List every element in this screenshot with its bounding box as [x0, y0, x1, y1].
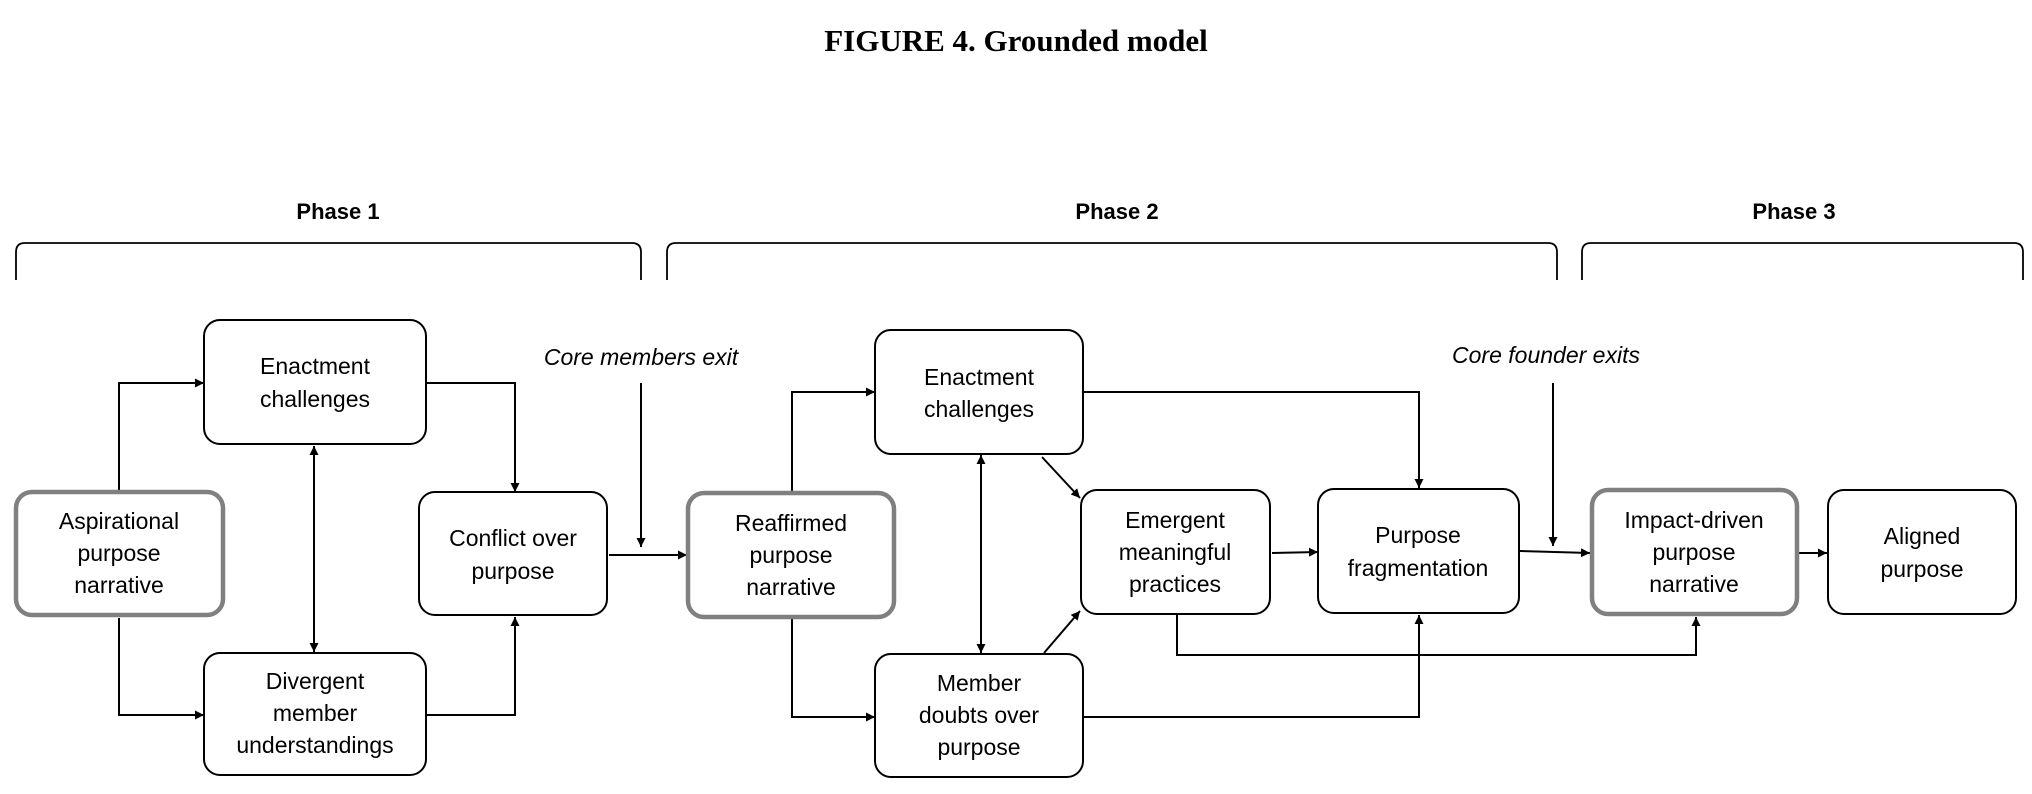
svg-text:purpose: purpose [749, 542, 832, 568]
svg-text:Aspirational: Aspirational [59, 508, 179, 534]
node-aspirational-purpose-narrative: Aspirational purpose narrative [13, 489, 226, 618]
node-divergent-member-understandings: Divergent member understandings [203, 652, 427, 776]
edges [118, 378, 1827, 722]
edge-enactment-to-conflict [427, 382, 520, 492]
svg-text:meaningful: meaningful [1119, 539, 1232, 565]
svg-text:purpose: purpose [937, 734, 1020, 760]
svg-text:fragmentation: fragmentation [1348, 555, 1489, 581]
svg-text:Impact-driven: Impact-driven [1624, 507, 1763, 533]
svg-text:challenges: challenges [924, 396, 1034, 422]
svg-text:purpose: purpose [1880, 556, 1963, 582]
svg-text:Enactment: Enactment [260, 353, 371, 379]
core-founder-exits-label: Core founder exits [1452, 342, 1640, 368]
edge-aspirational-to-enactment [118, 378, 204, 490]
edge-enactment-to-emergent [1041, 456, 1081, 499]
node-conflict-over-purpose: Conflict over purpose [418, 491, 608, 616]
phase-1-label: Phase 1 [296, 199, 379, 224]
svg-text:understandings: understandings [236, 732, 393, 758]
edge-emergent-to-impact [1176, 615, 1701, 656]
svg-text:purpose: purpose [471, 558, 554, 584]
svg-text:Reaffirmed: Reaffirmed [735, 510, 847, 536]
node-purpose-fragmentation: Purpose fragmentation [1317, 488, 1520, 614]
phase-3-bracket [1581, 242, 2024, 280]
figure-title: FIGURE 4. Grounded model [824, 23, 1208, 58]
node-aligned-purpose: Aligned purpose [1827, 489, 2017, 615]
node-impact-driven-purpose-narrative: Impact-driven purpose narrative [1589, 487, 1800, 617]
svg-text:purpose: purpose [1652, 539, 1735, 565]
svg-text:narrative: narrative [74, 572, 163, 598]
node-member-doubts-over-purpose: Member doubts over purpose [874, 653, 1084, 778]
svg-text:Purpose: Purpose [1375, 522, 1461, 548]
edge-emergent-to-fragmentation [1271, 547, 1319, 557]
svg-text:member: member [273, 700, 358, 726]
svg-text:doubts over: doubts over [919, 702, 1040, 728]
phase-3-label: Phase 3 [1752, 199, 1835, 224]
edge-reaffirmed-to-doubts [791, 619, 875, 722]
edge-divergent-to-conflict [427, 617, 520, 716]
core-members-exit-label: Core members exit [544, 344, 740, 370]
phase-2-label: Phase 2 [1075, 199, 1158, 224]
svg-text:Emergent: Emergent [1125, 507, 1225, 533]
svg-text:Aligned: Aligned [1884, 523, 1961, 549]
svg-text:purpose: purpose [77, 540, 160, 566]
svg-text:practices: practices [1129, 571, 1221, 597]
node-emergent-meaningful-practices: Emergent meaningful practices [1080, 489, 1271, 615]
node-reaffirmed-purpose-narrative: Reaffirmed purpose narrative [685, 490, 897, 620]
svg-text:Divergent: Divergent [266, 668, 365, 694]
edge-enactment-to-fragmentation [1084, 391, 1424, 488]
edge-reaffirmed-to-enactment [791, 387, 875, 493]
edge-fragmentation-to-impact [1519, 548, 1591, 558]
phase-2-bracket [666, 242, 1558, 280]
edge-doubts-to-fragmentation [1084, 615, 1424, 718]
svg-text:narrative: narrative [746, 574, 835, 600]
svg-text:Enactment: Enactment [924, 364, 1035, 390]
svg-text:Member: Member [937, 670, 1022, 696]
node-enactment-challenges-phase2: Enactment challenges [874, 329, 1084, 455]
svg-text:challenges: challenges [260, 386, 370, 412]
phase-1-bracket [15, 242, 642, 280]
edge-doubts-to-emergent [1043, 610, 1081, 654]
svg-text:narrative: narrative [1649, 571, 1738, 597]
svg-text:Conflict over: Conflict over [449, 525, 577, 551]
node-enactment-challenges-phase1: Enactment challenges [203, 319, 427, 445]
edge-aspirational-to-divergent [118, 618, 204, 720]
